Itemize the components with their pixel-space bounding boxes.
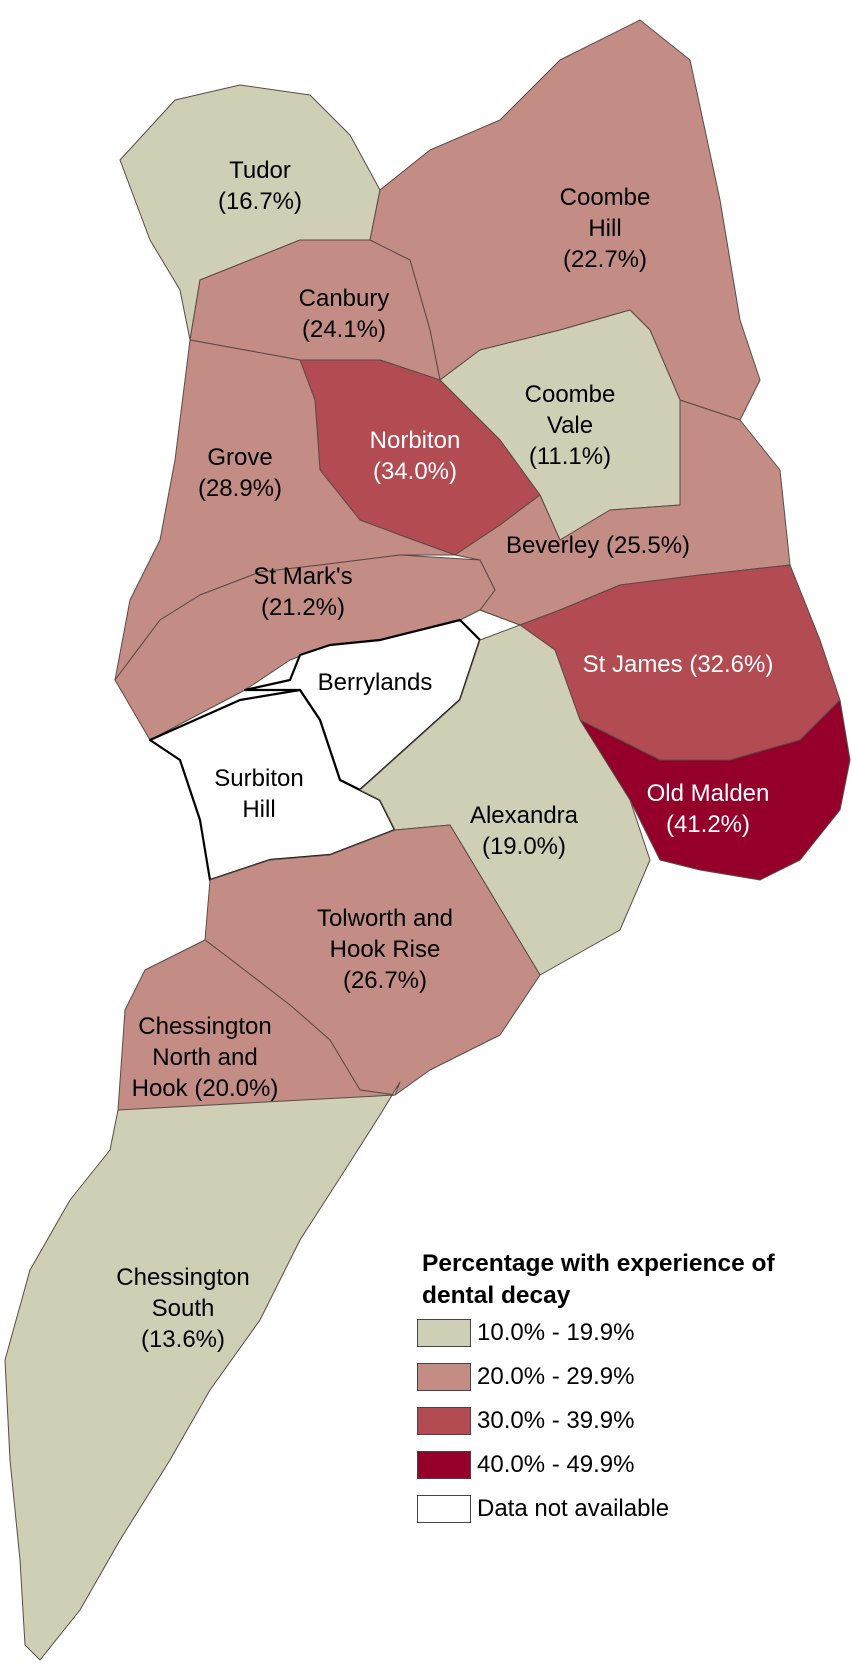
legend-item: 30.0% - 39.9% — [417, 1406, 634, 1436]
legend-swatch — [417, 1319, 471, 1347]
legend-swatch — [417, 1495, 471, 1523]
legend-swatch — [417, 1407, 471, 1435]
legend-label: 10.0% - 19.9% — [477, 1319, 635, 1346]
label-canbury: Canbury(24.1%) — [299, 285, 390, 343]
legend-item: Data not available — [417, 1494, 669, 1524]
ward-old-malden — [579, 699, 851, 881]
legend-label: Data not available — [477, 1495, 670, 1522]
ward-chessington-south — [4, 1081, 401, 1661]
label-alexandra: Alexandra(19.0%) — [470, 802, 579, 860]
label-st-marks: St Mark's(21.2%) — [253, 563, 352, 621]
legend-label: 20.0% - 29.9% — [477, 1363, 635, 1390]
ward-st-marks — [114, 554, 496, 741]
legend-label: 30.0% - 39.9% — [477, 1407, 635, 1434]
legend-swatch — [417, 1451, 471, 1479]
legend-swatch — [417, 1363, 471, 1391]
legend-title: Percentage with experience of dental dec… — [422, 1250, 775, 1309]
label-st-james: St James (32.6%) — [583, 651, 774, 678]
label-beverley: Beverley (25.5%) — [506, 532, 690, 559]
legend-item: 10.0% - 19.9% — [417, 1318, 634, 1348]
label-tudor: Tudor(16.7%) — [218, 157, 302, 215]
label-old-malden: Old Malden(41.2%) — [647, 780, 770, 838]
legend-item: 20.0% - 29.9% — [417, 1362, 634, 1392]
label-berrylands: Berrylands — [318, 669, 433, 696]
label-grove: Grove(28.9%) — [198, 444, 282, 502]
ward-areas — [4, 19, 851, 1661]
legend-item: 40.0% - 49.9% — [417, 1450, 634, 1480]
legend-label: 40.0% - 49.9% — [477, 1451, 635, 1478]
label-norbiton: Norbiton(34.0%) — [370, 427, 461, 485]
